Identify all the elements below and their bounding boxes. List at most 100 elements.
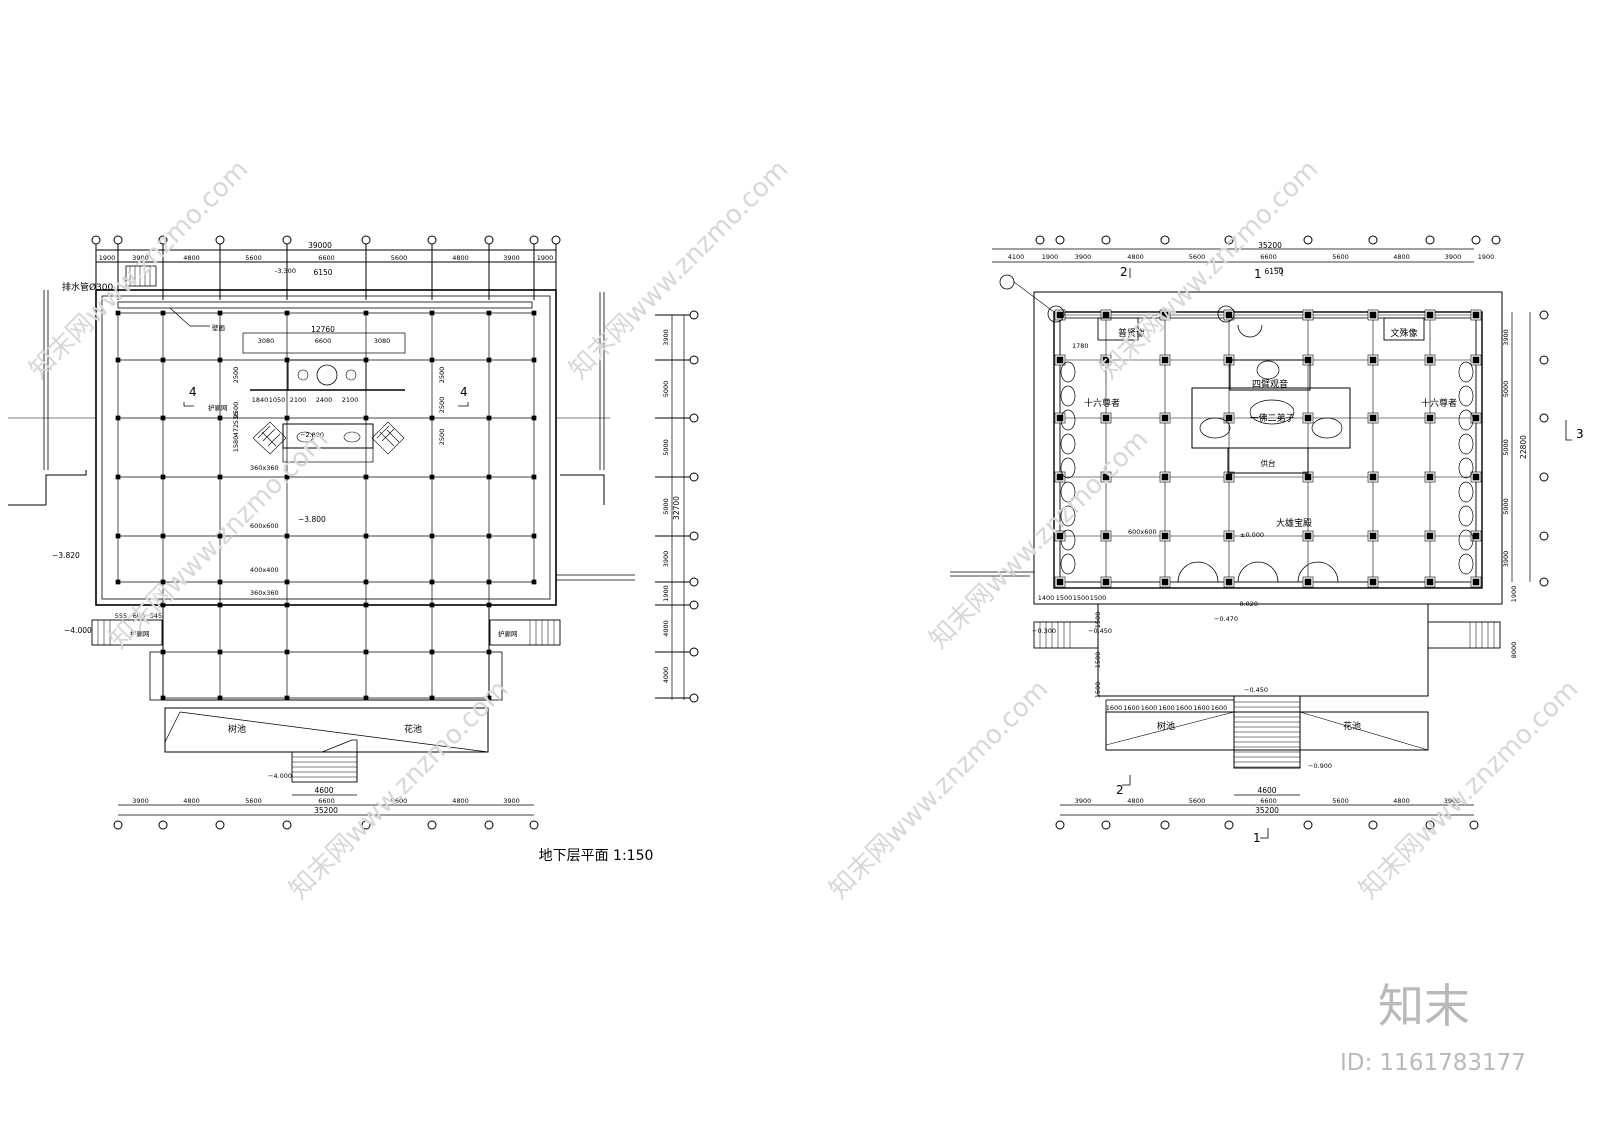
arhat-statue-left bbox=[1060, 361, 1076, 383]
column-core bbox=[1426, 414, 1434, 422]
column bbox=[531, 357, 537, 363]
axis-bubble-a bbox=[999, 274, 1015, 290]
small-dim: 536 bbox=[232, 412, 240, 424]
top-bay-dim: 1900 bbox=[1478, 253, 1495, 261]
inner-dim: 3080 bbox=[258, 337, 275, 345]
tree-pool: 树池 bbox=[228, 723, 246, 735]
bottom-bay-dim: 5600 bbox=[391, 797, 408, 805]
arhat-statue-left bbox=[1060, 505, 1076, 527]
arhat-statue-right bbox=[1458, 481, 1474, 503]
small-bottom-dim: 555 bbox=[115, 612, 127, 620]
column bbox=[363, 579, 369, 585]
column-core bbox=[1472, 414, 1480, 422]
column bbox=[217, 357, 223, 363]
inner-dim: 3080 bbox=[374, 337, 391, 345]
inner-dim-lower: 2100 bbox=[290, 396, 307, 404]
bottom-inner-dim: 1500 bbox=[1090, 594, 1107, 602]
flower-pool: 花池 bbox=[404, 723, 422, 735]
top-small-dim: 6150 bbox=[313, 268, 332, 277]
level-outside: −4.000 bbox=[268, 772, 292, 780]
watermark-diagonal: 知末网www.znzmo.com bbox=[1354, 674, 1585, 905]
column bbox=[217, 533, 223, 539]
column-core bbox=[1472, 356, 1480, 364]
bottom-bay-dim: 3900 bbox=[503, 797, 520, 805]
ground-floor-plan bbox=[950, 235, 1572, 839]
column-core bbox=[1102, 473, 1110, 481]
level-outside: −0.900 bbox=[1308, 762, 1332, 770]
watermark-id: ID: 1161783177 bbox=[1340, 1050, 1526, 1076]
top-bay-dim: 1900 bbox=[1042, 253, 1059, 261]
right-top-axis-bubbles bbox=[1035, 235, 1501, 245]
small-bottom-dim: 600 bbox=[133, 612, 145, 620]
column bbox=[160, 310, 166, 316]
column bbox=[115, 474, 121, 480]
column-core bbox=[1161, 414, 1169, 422]
column bbox=[160, 533, 166, 539]
column bbox=[486, 579, 492, 585]
column-core bbox=[1161, 356, 1169, 364]
column-core bbox=[1056, 473, 1064, 481]
hall-label: 大雄宝殿 bbox=[1276, 517, 1312, 529]
column-core bbox=[1304, 532, 1312, 540]
column-core bbox=[1304, 311, 1312, 319]
inner-dims: 3080 6600 3080 bbox=[258, 337, 391, 345]
step-dim: 1600 bbox=[1158, 704, 1175, 712]
guard-left: 护廊网 bbox=[130, 629, 150, 638]
inner-dim: 6600 bbox=[315, 337, 332, 345]
column bbox=[363, 533, 369, 539]
arhat-statue-right bbox=[1458, 505, 1474, 527]
column bbox=[429, 474, 435, 480]
altar-table bbox=[1227, 447, 1309, 474]
front-porch bbox=[162, 604, 490, 701]
right-lower-dim-a: 1900 bbox=[1510, 586, 1518, 603]
arhat-statue-left bbox=[1060, 433, 1076, 455]
bottom-bay-dim: 6600 bbox=[1260, 797, 1277, 805]
section-2-bottom: 2 bbox=[1116, 783, 1124, 797]
top-bay-dim: 5600 bbox=[1189, 253, 1206, 261]
step-dim: 1600 bbox=[1106, 704, 1123, 712]
step-dim: 1600 bbox=[1211, 704, 1228, 712]
right-bay-dim: 3900 bbox=[662, 329, 670, 346]
left-side-stair bbox=[1033, 621, 1099, 649]
arhat-statue-right bbox=[1458, 385, 1474, 407]
left-inner-dim: 1780 bbox=[1072, 342, 1089, 350]
right-bay-dim: 1900 bbox=[662, 585, 670, 602]
left-retaining-wall bbox=[45, 470, 87, 505]
column bbox=[284, 533, 290, 539]
tile-d: 360x360 bbox=[250, 589, 279, 597]
column-core bbox=[1369, 356, 1377, 364]
mural-label: 壁画 bbox=[212, 323, 225, 332]
column-core bbox=[1102, 578, 1110, 586]
column bbox=[115, 415, 121, 421]
watermark-diagonal: 知末网www.znzmo.com bbox=[1094, 154, 1325, 385]
guanyin-label: 四臂观音 bbox=[1252, 378, 1288, 390]
top-bay-dim: 4800 bbox=[1127, 253, 1144, 261]
right-bay-dim: 3900 bbox=[1502, 551, 1510, 568]
arhat-statue-left bbox=[1060, 481, 1076, 503]
column-core bbox=[1056, 532, 1064, 540]
inner-side-dim: 2500 bbox=[232, 367, 240, 384]
right-total-dim: 32700 bbox=[672, 496, 681, 520]
mural-wall bbox=[117, 301, 533, 309]
step-vertical-dim: 1500 bbox=[1094, 612, 1102, 629]
arhat-statues bbox=[1060, 361, 1474, 575]
right-total-dim: 22800 bbox=[1519, 435, 1528, 459]
column bbox=[284, 415, 290, 421]
column-core bbox=[1426, 473, 1434, 481]
column bbox=[429, 579, 435, 585]
flower-pool: 花池 bbox=[1343, 720, 1361, 732]
bottom-bay-dim: 5600 bbox=[1332, 797, 1349, 805]
column bbox=[363, 649, 369, 655]
right-lower-dim-b: 8000 bbox=[1510, 642, 1518, 659]
column bbox=[115, 357, 121, 363]
top-bay-dim: 3900 bbox=[503, 254, 520, 262]
column-core bbox=[1161, 311, 1169, 319]
watermark-diagonal: 知末网www.znzmo.com bbox=[104, 424, 335, 655]
